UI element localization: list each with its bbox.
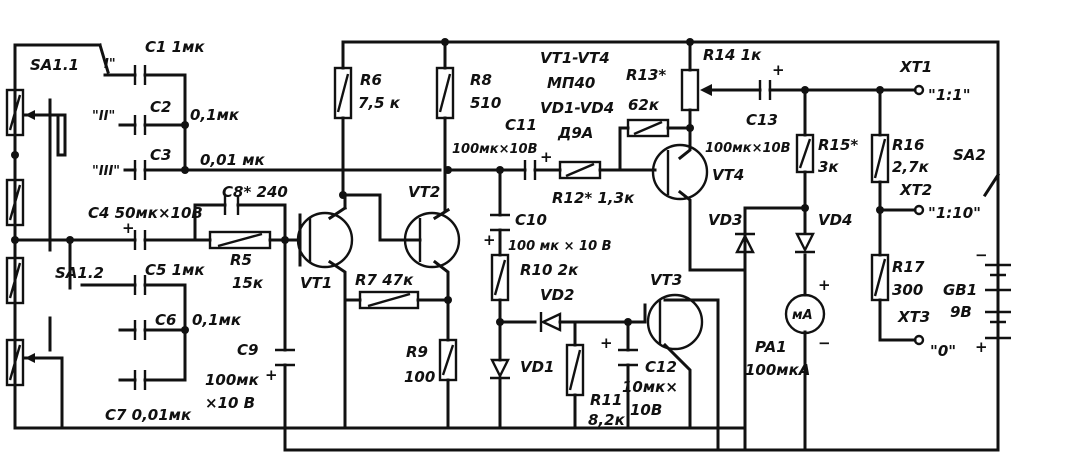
vt2-label: VT2 bbox=[408, 183, 440, 201]
battery-plus: + bbox=[975, 338, 988, 356]
c12-value-1: 10мк× bbox=[622, 378, 678, 396]
r5-label: R5 bbox=[230, 251, 252, 269]
junction-dots bbox=[11, 38, 884, 334]
vt4-label: VT4 bbox=[712, 166, 744, 184]
r8-label: R8 bbox=[470, 71, 492, 89]
r15-label: R15* bbox=[818, 136, 858, 154]
vd3-label: VD3 bbox=[708, 211, 743, 229]
r8-value: 510 bbox=[470, 94, 501, 112]
c13-label: C13 bbox=[746, 111, 778, 129]
r17-label: R17 bbox=[892, 258, 925, 276]
xt3-terminal bbox=[913, 334, 925, 346]
meter-value: 100мкА bbox=[745, 361, 810, 379]
c9-plus: + bbox=[265, 366, 278, 384]
r16-label: R16 bbox=[892, 136, 924, 154]
c13-value: 100мк×10В bbox=[705, 141, 791, 156]
component-symbols bbox=[5, 65, 1011, 397]
r17-value: 300 bbox=[892, 281, 923, 299]
r9-label: R9 bbox=[406, 343, 428, 361]
pos-3-label: "III" bbox=[92, 164, 120, 179]
c10-plus: + bbox=[483, 231, 496, 249]
vd2-label: VD2 bbox=[540, 286, 575, 304]
battery-minus: − bbox=[975, 246, 988, 264]
c12-value-2: 10В bbox=[630, 401, 662, 419]
c11-plus: + bbox=[540, 148, 553, 166]
c13-plus: + bbox=[772, 61, 785, 79]
pos-1-label: I" bbox=[104, 57, 116, 72]
c7-label: C7 0,01мк bbox=[105, 406, 192, 424]
c4-plus: + bbox=[122, 219, 135, 237]
pos-2-label: "II" bbox=[92, 109, 115, 124]
r11-value: 8,2к bbox=[588, 411, 626, 429]
xt2-terminal bbox=[913, 204, 925, 216]
r9-value: 100 bbox=[404, 368, 435, 386]
meter-minus: − bbox=[818, 334, 831, 352]
c5-label: C5 1мк bbox=[145, 261, 205, 279]
r10-label: R10 2к bbox=[520, 261, 579, 279]
xt3-label: XT3 bbox=[897, 308, 930, 326]
c4-label: C4 50мк×10В bbox=[88, 204, 203, 222]
c2-label: C2 bbox=[150, 98, 171, 116]
labels: SA1.1 I" "II" "III" SA1.2 C1 1мк C2 0,1м… bbox=[30, 38, 988, 429]
c6-value: 0,1мк bbox=[192, 311, 242, 329]
c3-value: 0,01 мк bbox=[200, 151, 265, 169]
note-line-1: VT1-VT4 bbox=[540, 49, 610, 67]
r5-value: 15к bbox=[232, 274, 264, 292]
c1-label: C1 1мк bbox=[145, 38, 205, 56]
c3-label: C3 bbox=[150, 146, 171, 164]
c12-label: C12 bbox=[645, 358, 677, 376]
c6-label: C6 bbox=[155, 311, 176, 329]
c11-label: C11 bbox=[505, 116, 537, 134]
sa11-label: SA1.1 bbox=[30, 56, 79, 74]
battery-voltage: 9В bbox=[950, 303, 972, 321]
r13-value: 62к bbox=[628, 96, 660, 114]
r6-label: R6 bbox=[360, 71, 382, 89]
r14-label: R14 1к bbox=[703, 46, 762, 64]
xt2-ratio: "1:10" bbox=[928, 204, 981, 222]
c10-label: C10 bbox=[515, 211, 547, 229]
r7-label: R7 47к bbox=[355, 271, 414, 289]
meter-label: PA1 bbox=[755, 338, 787, 356]
c11-value: 100мк×10В bbox=[452, 142, 538, 157]
r12-label: R12* 1,3к bbox=[552, 189, 635, 207]
r15-value: 3к bbox=[818, 158, 839, 176]
meter-plus: + bbox=[818, 276, 831, 294]
xt2-label: XT2 bbox=[899, 181, 932, 199]
sa12-label: SA1.2 bbox=[55, 264, 104, 282]
battery-label: GB1 bbox=[943, 281, 977, 299]
vd1-label: VD1 bbox=[520, 358, 555, 376]
c9-value-2: ×10 В bbox=[205, 394, 255, 412]
vd4-label: VD4 bbox=[818, 211, 853, 229]
xt1-label: XT1 bbox=[899, 58, 932, 76]
wiring bbox=[13, 40, 1001, 452]
c9-label: C9 bbox=[237, 341, 258, 359]
xt1-terminal bbox=[913, 84, 925, 96]
c8-label: C8* 240 bbox=[222, 183, 288, 201]
meter-circle bbox=[784, 293, 826, 335]
c10-value: 100 мк × 10 В bbox=[508, 239, 612, 254]
r6-value: 7,5 к bbox=[358, 94, 401, 112]
note-line-2: МП40 bbox=[547, 74, 595, 92]
r16-value: 2,7к bbox=[892, 158, 930, 176]
xt3-ratio: "0" bbox=[930, 342, 956, 360]
xt1-ratio: "1:1" bbox=[928, 86, 971, 104]
note-line-3: VD1-VD4 bbox=[540, 99, 614, 117]
vt3-label: VT3 bbox=[650, 271, 682, 289]
sa2-label: SA2 bbox=[953, 146, 986, 164]
r11-label: R11 bbox=[590, 391, 622, 409]
r13-label: R13* bbox=[626, 66, 666, 84]
meter-symbol: мА bbox=[792, 308, 813, 323]
c12-plus: + bbox=[600, 334, 613, 352]
c9-value-1: 100мк bbox=[205, 371, 260, 389]
note-line-4: Д9А bbox=[557, 124, 593, 142]
output-terminals bbox=[913, 84, 925, 346]
c2-value: 0,1мк bbox=[190, 106, 240, 124]
vt1-label: VT1 bbox=[300, 274, 332, 292]
